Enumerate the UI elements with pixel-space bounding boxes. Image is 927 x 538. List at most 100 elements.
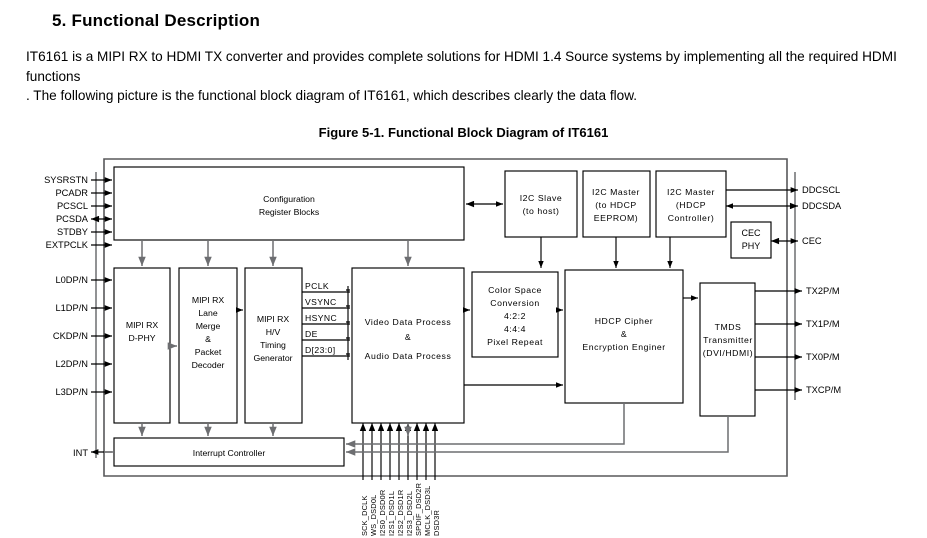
block-i2c-master-eeprom: I2C Master (to HDCP EEPROM) [582, 170, 651, 238]
internal-signal-group: PCLK VSYNC HSYNC DE D[23:0] [302, 281, 350, 360]
internal-connections [104, 200, 729, 456]
audio-pin-i2s1-dsd1l: I2S1_DSD1L [387, 491, 396, 536]
block-configuration-registers: Configuration Register Blocks [113, 166, 465, 241]
block-cec-phy: CEC PHY [730, 221, 772, 259]
audio-pin-spdif-dsd2r: SPDIF_DSD2R [414, 483, 423, 536]
pin-l2dpn: L2DP/N [55, 359, 88, 369]
pin-tx0pm: TX0P/M [806, 352, 840, 362]
page-title: 5. Functional Description [52, 11, 261, 30]
config-registers-line2: Register Blocks [259, 207, 320, 217]
pin-pcadr: PCADR [55, 188, 88, 198]
lane-merge-line1: MIPI RX [192, 295, 225, 305]
data-process-line2: & [405, 332, 411, 342]
i2c-master-eeprom-line3: EEPROM) [594, 213, 638, 223]
lane-merge-line6: Decoder [192, 360, 225, 370]
intro-line-2: . The following picture is the functiona… [26, 88, 638, 103]
pin-l0dpn: L0DP/N [55, 275, 88, 285]
left-pin-int-group: INT [73, 448, 112, 458]
signal-d23-0: D[23:0] [305, 345, 336, 355]
mipi-dphy-line2: D-PHY [128, 333, 155, 343]
pin-ckdpn: CKDP/N [53, 331, 88, 341]
block-lane-merge-packet-decoder: MIPI RX Lane Merge & Packet Decoder [178, 267, 238, 424]
chip-boundary [103, 158, 788, 477]
i2c-master-eeprom-line1: I2C Master [592, 187, 640, 197]
signal-hsync: HSYNC [305, 313, 337, 323]
pin-txcpm: TXCP/M [806, 385, 841, 395]
signal-vsync: VSYNC [305, 297, 337, 307]
signal-pclk: PCLK [305, 281, 329, 291]
hdcp-cipher-line1: HDCP Cipher [595, 316, 654, 326]
lane-merge-line4: & [205, 334, 211, 344]
data-process-line3: Audio Data Process [365, 351, 452, 361]
pin-l3dpn: L3DP/N [55, 387, 88, 397]
pin-sysrstn: SYSRSTN [44, 175, 88, 185]
block-interrupt-controller: Interrupt Controller [113, 437, 345, 467]
audio-pin-i2s2-dsd1r: I2S2_DSD1R [396, 490, 405, 536]
pin-ddcscl: DDCSCL [802, 185, 840, 195]
hv-timing-line2: H/V [266, 327, 281, 337]
signal-de: DE [305, 329, 318, 339]
bottom-audio-pins-group: SCK_DCLK WS_DSD0L I2S0_DSD0R I2S1_DSD1L … [359, 423, 441, 536]
audio-pin-dsd3r: DSD3R [432, 510, 441, 536]
block-hv-timing-generator: MIPI RX H/V Timing Generator [244, 267, 303, 424]
functional-block-diagram: Configuration Register Blocks I2C Slave … [0, 150, 927, 538]
pin-l1dpn: L1DP/N [55, 303, 88, 313]
right-pins-tmds-group: TX2P/M TX1P/M TX0P/M TXCP/M [755, 286, 841, 395]
pin-cec: CEC [802, 236, 822, 246]
pin-int: INT [73, 448, 88, 458]
color-space-line1: Color Space [488, 285, 542, 295]
lane-merge-line2: Lane [198, 308, 217, 318]
lane-merge-line3: Merge [196, 321, 221, 331]
intro-paragraph: IT6161 is a MIPI RX to HDMI TX converter… [26, 47, 906, 106]
cec-phy-line1: CEC [741, 228, 761, 238]
left-pins-top-group: SYSRSTN PCADR PCSCL PCSDA STDBY EXTPCLK [44, 175, 112, 250]
cec-phy-line2: PHY [742, 241, 761, 251]
interrupt-controller-label: Interrupt Controller [193, 448, 266, 458]
audio-pin-sck-dclk: SCK_DCLK [360, 495, 369, 536]
audio-pin-i2s0-dsd0r: I2S0_DSD0R [378, 490, 387, 536]
i2c-slave-line2: (to host) [523, 206, 560, 216]
color-space-line2: Conversion [490, 298, 539, 308]
block-i2c-slave: I2C Slave (to host) [504, 170, 578, 238]
color-space-line3: 4:2:2 [504, 311, 526, 321]
block-i2c-master-hdcp: I2C Master (HDCP Controller) [655, 170, 727, 238]
pin-tx2pm: TX2P/M [806, 286, 840, 296]
config-registers-line1: Configuration [263, 194, 315, 204]
block-data-process: Video Data Process & Audio Data Process [351, 267, 465, 424]
block-hdcp-cipher: HDCP Cipher & Encryption Enginer [564, 269, 684, 404]
lane-merge-line5: Packet [195, 347, 222, 357]
mipi-dphy-line1: MIPI RX [126, 320, 159, 330]
audio-pin-mclk-dsd3l: MCLK_DSD3L [423, 486, 432, 536]
block-mipi-rx-dphy: MIPI RX D-PHY [113, 267, 171, 424]
hv-timing-line1: MIPI RX [257, 314, 290, 324]
block-color-space-conversion: Color Space Conversion 4:2:2 4:4:4 Pixel… [471, 271, 559, 358]
intro-line-1: IT6161 is a MIPI RX to HDMI TX converter… [26, 49, 897, 84]
color-space-line4: 4:4:4 [504, 324, 526, 334]
i2c-master-hdcp-line2: (HDCP [676, 200, 706, 210]
i2c-slave-line1: I2C Slave [520, 193, 563, 203]
pin-pcsda: PCSDA [56, 214, 89, 224]
i2c-master-hdcp-line1: I2C Master [667, 187, 715, 197]
tmds-line3: (DVI/HDMI) [703, 348, 753, 358]
hv-timing-line3: Timing [260, 340, 286, 350]
right-pins-top-group: DDCSCL DDCSDA CEC [725, 185, 842, 246]
tmds-line2: Transmitter [703, 335, 753, 345]
i2c-master-hdcp-line3: Controller) [668, 213, 715, 223]
hdcp-cipher-line2: & [621, 329, 627, 339]
left-pins-mipi-group: L0DP/N L1DP/N CKDP/N L2DP/N L3DP/N [53, 275, 112, 397]
hdcp-cipher-line3: Encryption Enginer [582, 342, 665, 352]
block-tmds-transmitter: TMDS Transmitter (DVI/HDMI) [699, 282, 756, 417]
color-space-line5: Pixel Repeat [487, 337, 543, 347]
data-process-line1: Video Data Process [365, 317, 452, 327]
pin-extpclk: EXTPCLK [46, 240, 89, 250]
audio-pin-ws-dsd0l: WS_DSD0L [369, 495, 378, 536]
audio-pin-i2s3-dsd2l: I2S3_DSD2L [405, 491, 414, 536]
i2c-master-eeprom-line2: (to HDCP [595, 200, 637, 210]
hv-timing-line4: Generator [253, 353, 292, 363]
figure-caption: Figure 5-1. Functional Block Diagram of … [318, 125, 609, 140]
pin-tx1pm: TX1P/M [806, 319, 840, 329]
pin-stdby: STDBY [57, 227, 88, 237]
tmds-line1: TMDS [715, 322, 742, 332]
pin-ddcsda: DDCSDA [802, 201, 842, 211]
